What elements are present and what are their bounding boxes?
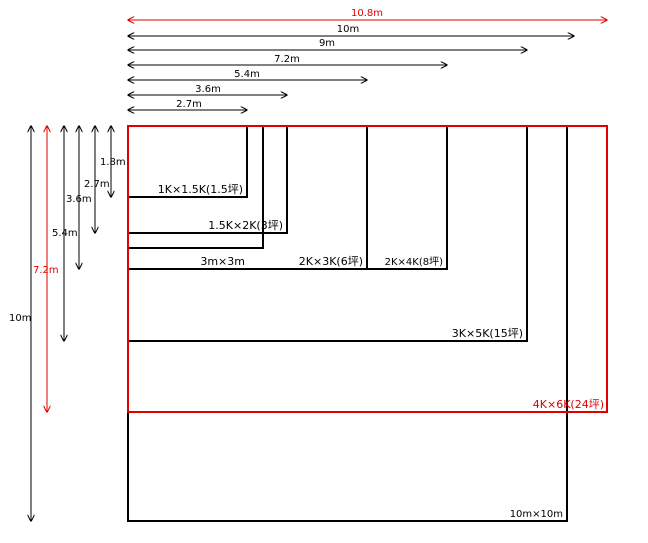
room-1-5k-x-2k-outline [128, 126, 288, 234]
room-labels: 1K×1.5K(1.5坪) 1.5K×2K(3坪) 3m×3m 2K×3K(6坪… [158, 183, 604, 520]
dim-h-7-2m-label: 7.2m [274, 54, 300, 65]
dim-h-10-8m: 10.8m [128, 8, 607, 20]
dim-v-5-4m: 5.4m [52, 126, 78, 341]
room-10m-x-10m-label: 10m×10m [510, 509, 563, 520]
dim-v-3-6m: 3.6m [66, 126, 92, 269]
dim-v-10m-label: 10m [9, 313, 31, 324]
room-1k-x-1-5k-outline [128, 126, 248, 198]
dim-h-5-4m: 5.4m [128, 69, 367, 80]
vertical-dimensions: 10m 7.2m 5.4m 3.6m 2.7m 1.8m [9, 126, 126, 521]
room-4k-x-6k-label: 4K×6K(24坪) [533, 398, 604, 411]
dim-v-5-4m-label: 5.4m [52, 228, 78, 239]
room-1-5k-x-2k-label: 1.5K×2K(3坪) [208, 219, 283, 232]
dim-h-2-7m: 2.7m [128, 99, 247, 110]
dim-h-3-6m-label: 3.6m [195, 84, 221, 95]
room-2k-x-4k-label: 2K×4K(8坪) [385, 255, 443, 268]
dim-h-7-2m: 7.2m [128, 54, 447, 65]
dim-h-9m: 9m [128, 38, 527, 50]
room-1k-x-1-5k-label: 1K×1.5K(1.5坪) [158, 183, 243, 196]
dim-h-9m-label: 9m [319, 38, 335, 49]
dim-v-1-8m-label: 1.8m [100, 157, 126, 168]
dim-h-5-4m-label: 5.4m [234, 69, 260, 80]
dim-v-1-8m: 1.8m [100, 126, 126, 197]
horizontal-dimensions: 10.8m 10m 9m 7.2m 5.4m 3.6m 2.7m [128, 8, 607, 110]
dim-v-3-6m-label: 3.6m [66, 194, 92, 205]
room-2k-x-4k-outline [128, 126, 448, 270]
room-outlines [127, 125, 608, 522]
dim-h-10-8m-label: 10.8m [351, 8, 383, 19]
dim-v-7-2m: 7.2m [33, 126, 59, 412]
dim-h-2-7m-label: 2.7m [176, 99, 202, 110]
dim-v-2-7m: 2.7m [84, 126, 110, 233]
room-3k-x-5k-outline [128, 126, 528, 342]
dim-v-2-7m-label: 2.7m [84, 179, 110, 190]
dim-v-10m: 10m [9, 126, 31, 521]
room-3m-x-3m-label: 3m×3m [200, 255, 245, 268]
dim-h-3-6m: 3.6m [128, 84, 287, 95]
dim-h-10m-label: 10m [337, 24, 359, 35]
dim-h-10m: 10m [128, 24, 574, 36]
room-2k-x-3k-label: 2K×3K(6坪) [299, 255, 363, 268]
dim-v-7-2m-label: 7.2m [33, 265, 59, 276]
room-3k-x-5k-label: 3K×5K(15坪) [452, 327, 523, 340]
room-3m-x-3m-outline [128, 126, 264, 249]
room-4k-x-6k-outline [127, 125, 608, 413]
